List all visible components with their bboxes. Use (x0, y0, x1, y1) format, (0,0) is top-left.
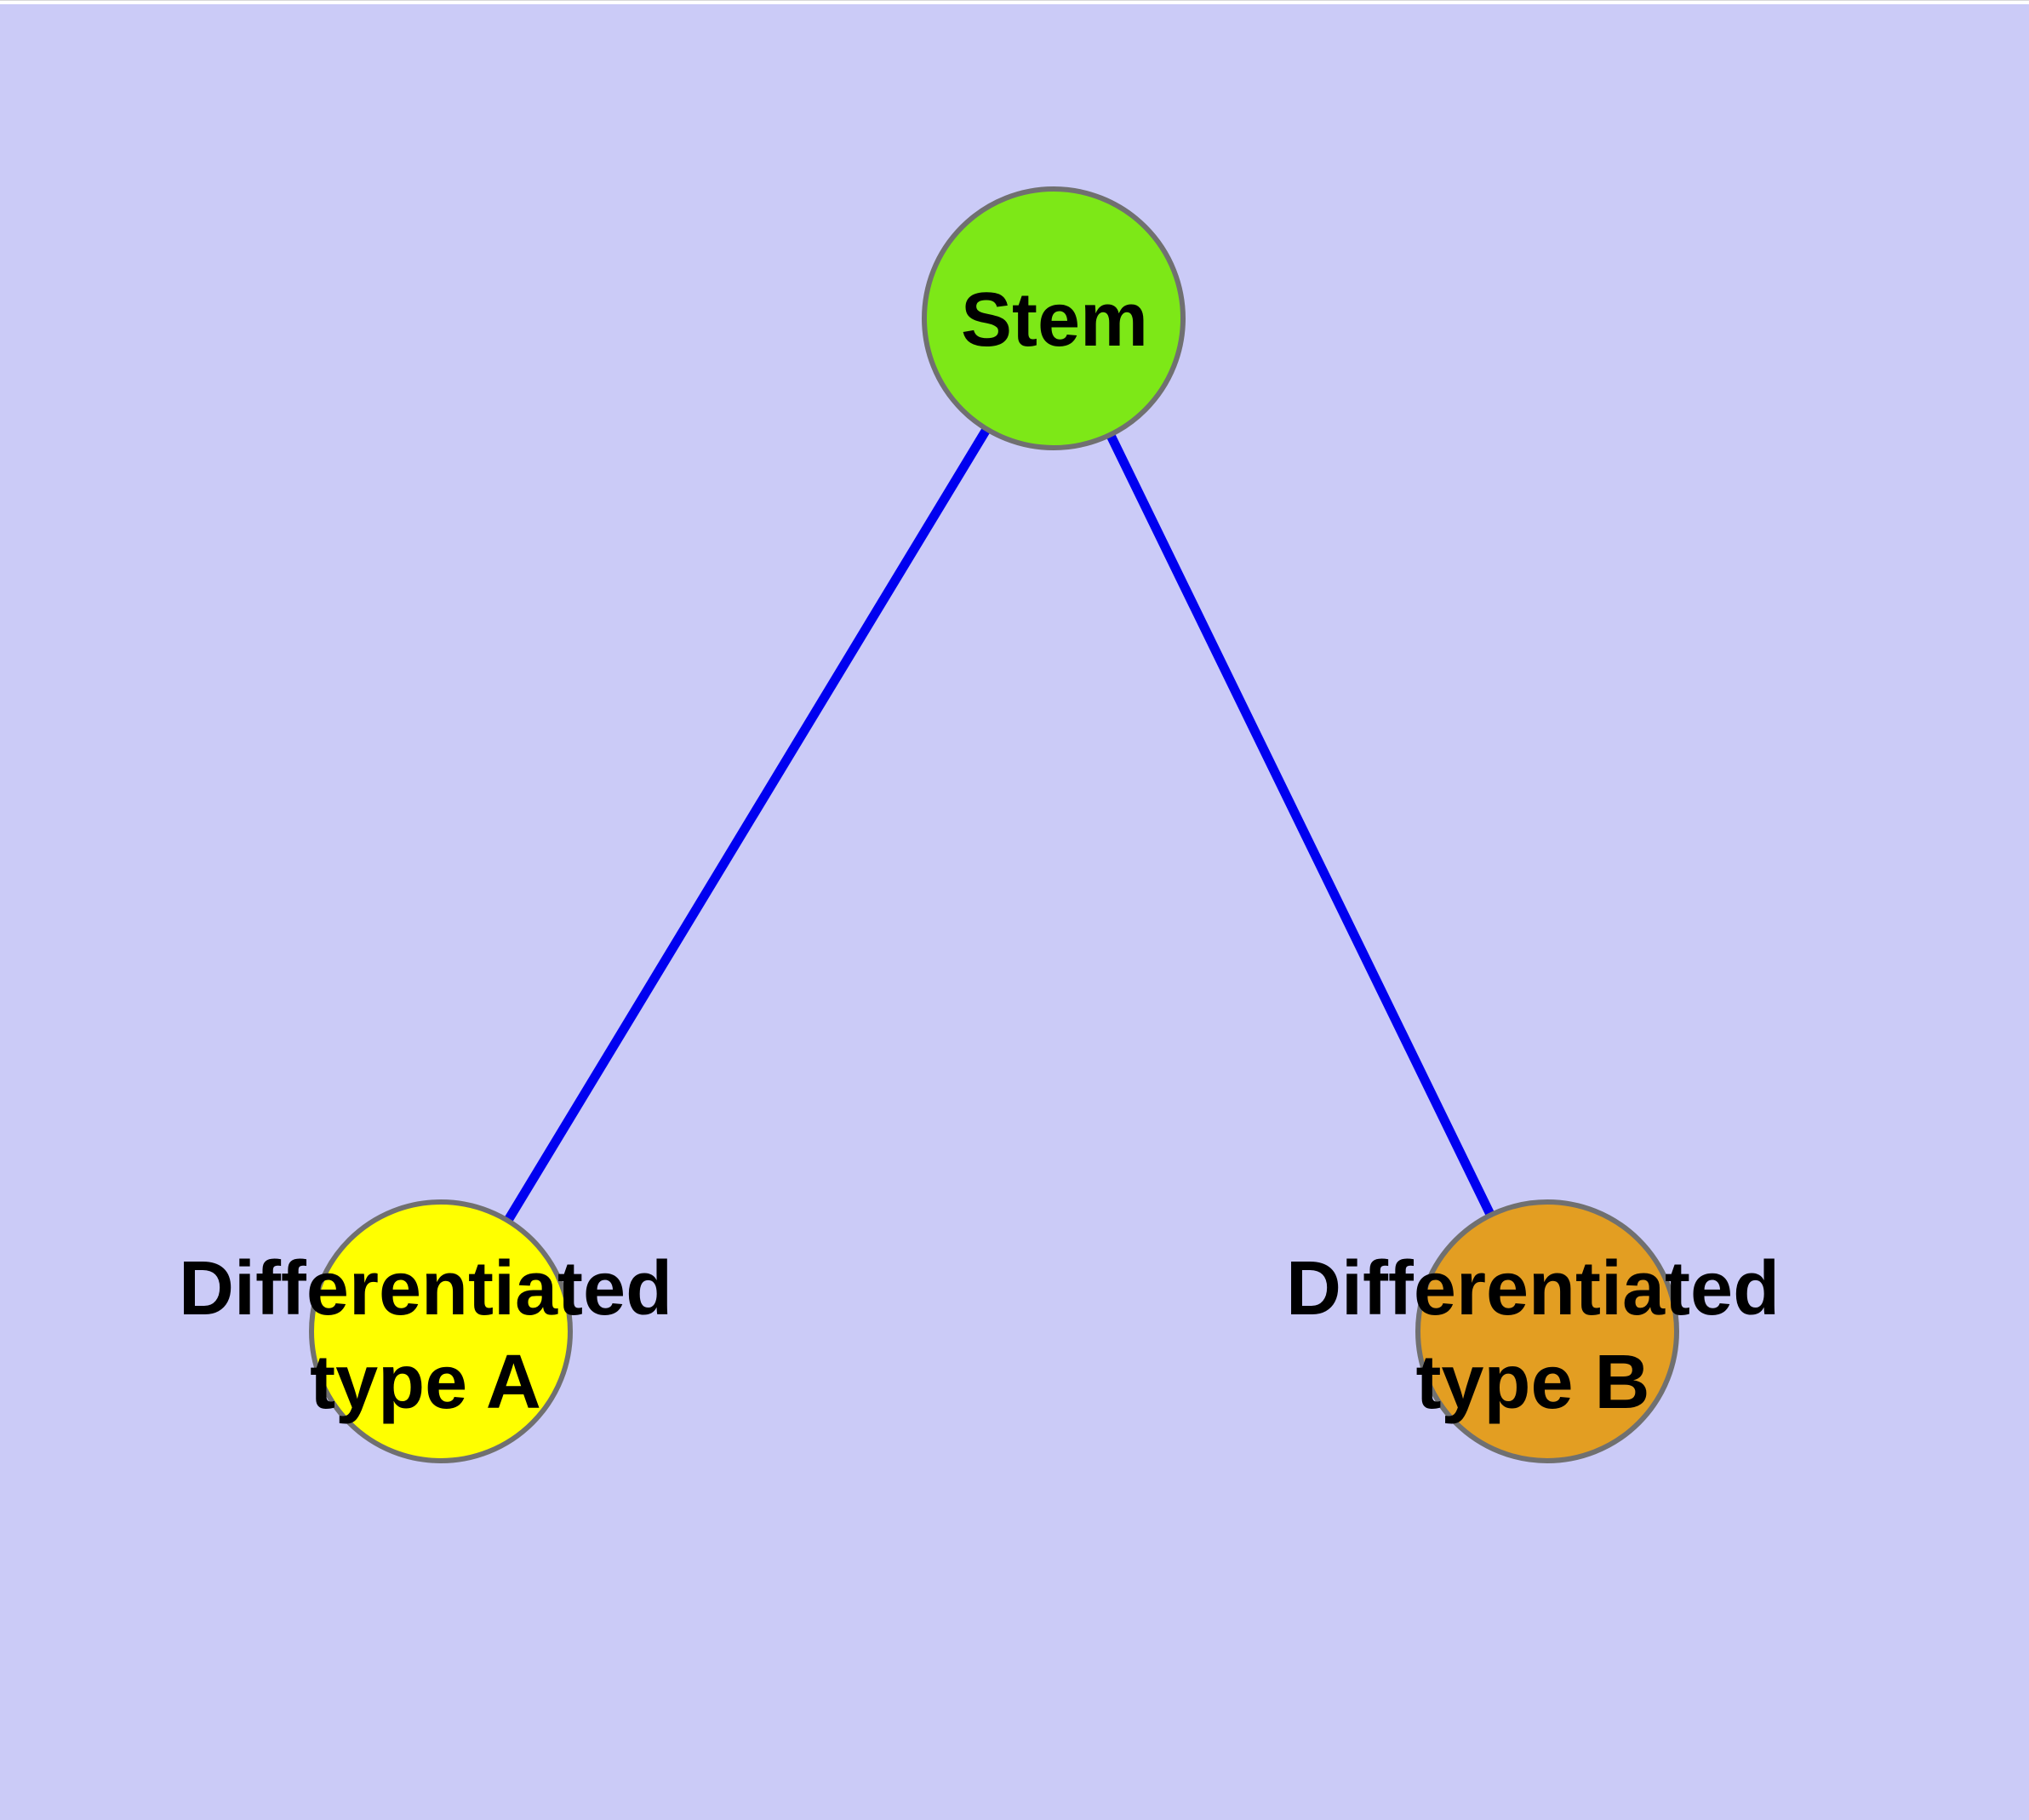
edge-stem-to-type-b (1049, 316, 1552, 1334)
node-type-a-label-line1: Differentiated (178, 1246, 673, 1331)
edge-stem-to-type-a (437, 316, 1058, 1334)
window-top-edge (0, 0, 2029, 4)
node-type-b-label: Differentiated type B (1286, 1242, 1780, 1429)
node-type-b-label-line2: type B (1415, 1340, 1650, 1425)
node-stem-circle (922, 186, 1186, 450)
node-type-a-label: Differentiated type A (179, 1242, 672, 1429)
node-type-a-circle (309, 1199, 573, 1463)
node-type-a-label-line2: type A (310, 1340, 541, 1425)
node-type-b-label-line1: Differentiated (1285, 1246, 1780, 1331)
node-type-b-circle (1415, 1199, 1679, 1463)
node-stem-label: Stem (960, 278, 1149, 363)
